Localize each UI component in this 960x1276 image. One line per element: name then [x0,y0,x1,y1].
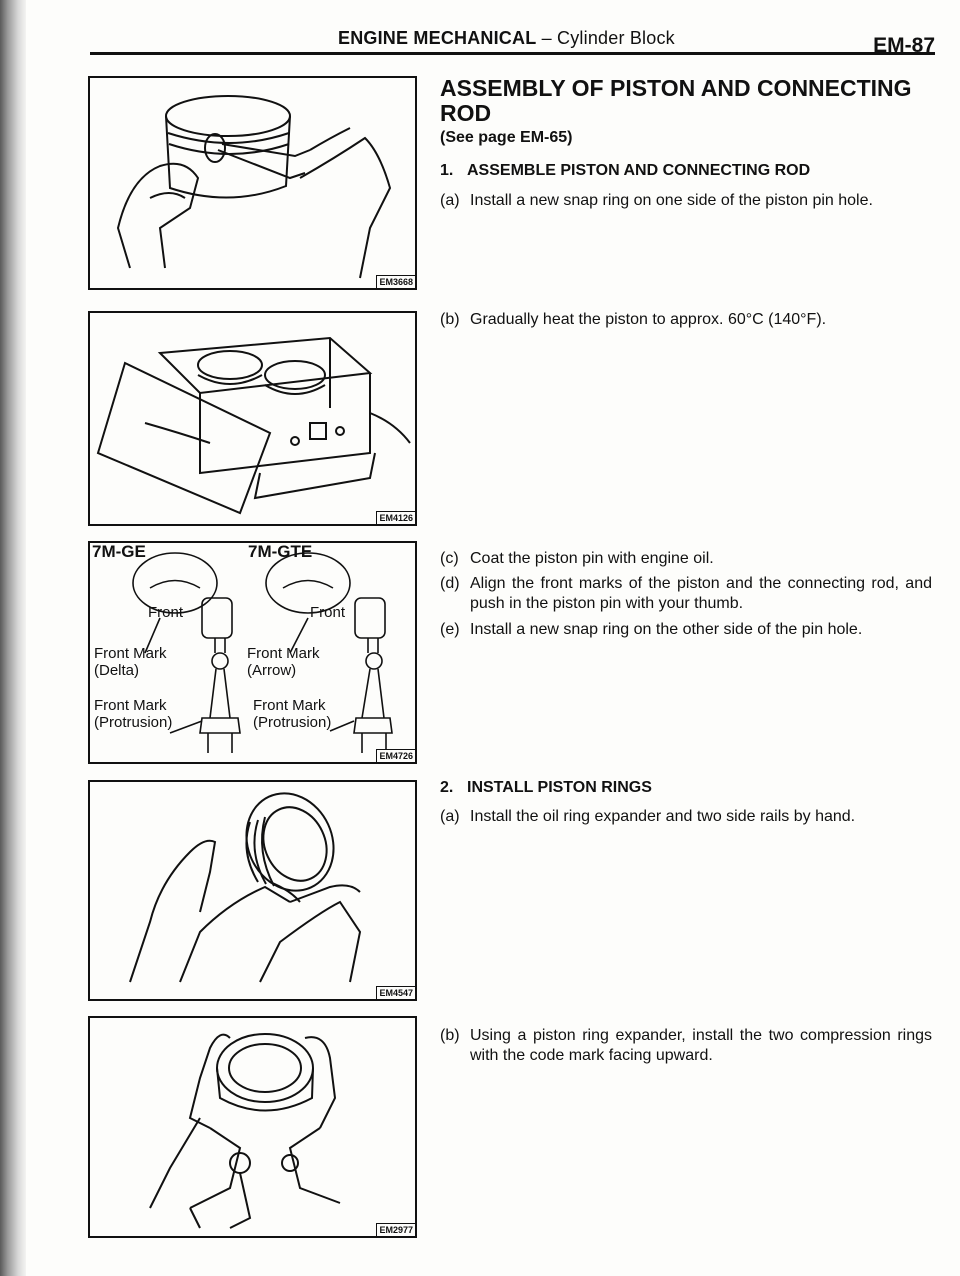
header-separator: – [536,28,558,48]
page-number: EM-87 [873,34,935,57]
step-1d: (d) Align the front marks of the piston … [440,574,940,616]
step-title: ASSEMBLE PISTON AND CONNECTING ROD [467,162,811,179]
step-1a: (a) Install a new snap ring on one side … [440,191,940,233]
label-front-mark-protrusion-left-2: (Protrusion) [94,714,173,731]
figure-code: EM4547 [376,986,415,999]
label-front-right: Front [310,604,346,621]
figure-code: EM4726 [376,749,415,762]
page-reference: (See page EM-65) [440,129,573,146]
figure-code: EM3668 [376,275,415,288]
label-front-mark-delta-1: Front Mark [94,645,167,662]
label-front-mark-protrusion-right-1: Front Mark [253,697,326,714]
label-model-7m-gte: 7M-GTE [248,542,313,561]
item-key: (a) [440,192,460,209]
item-text: Using a piston ring expander, install th… [470,1027,932,1064]
item-key: (b) [440,311,460,328]
figure-front-marks-drawing [132,552,393,753]
item-key: (c) [440,550,459,567]
item-text: Install a new snap ring on the other sid… [470,621,863,638]
step-1e: (e) Install a new snap ring on the other… [440,620,940,662]
item-text: Install a new snap ring on one side of t… [470,192,873,209]
item-text: Coat the piston pin with engine oil. [470,550,714,567]
header-rule [90,52,935,55]
step-1c: (c) Coat the piston pin with engine oil. [440,549,940,571]
header-title: ENGINE MECHANICAL – Cylinder Block [338,28,675,49]
item-text: Install the oil ring expander and two si… [470,808,856,825]
item-key: (e) [440,621,460,638]
figure-oil-ring-install-drawing [129,792,362,983]
figure-ring-expander-drawing [149,1033,341,1229]
figure-snap-ring: EM3668 [88,76,417,290]
header-section: ENGINE MECHANICAL [338,28,537,48]
step-2b: (b) Using a piston ring expander, instal… [440,1026,940,1068]
label-front-mark-protrusion-right-2: (Protrusion) [253,714,332,731]
figure-snap-ring-drawing [116,95,392,279]
figure-front-marks: 7M-GE 7M-GTE Front Front Front Mark (Del… [88,541,417,764]
label-front-mark-arrow-1: Front Mark [247,645,320,662]
item-text: Gradually heat the piston to approx. 60°… [470,311,827,328]
item-text: Align the front marks of the piston and … [470,575,932,612]
label-model-7m-ge: 7M-GE [92,542,146,561]
page-header: ENGINE MECHANICAL – Cylinder Block EM-87 [90,28,935,58]
page-binding-shadow [0,0,26,1276]
step-1b: (b) Gradually heat the piston to approx.… [440,310,940,332]
step-title: INSTALL PISTON RINGS [467,779,652,796]
figure-piston-heater: EM4126 [88,311,417,526]
figure-oil-ring-install: EM4547 [88,780,417,1001]
item-key: (d) [440,575,460,592]
figure-ring-expander: EM2977 [88,1016,417,1238]
step-1-heading: 1. ASSEMBLE PISTON AND CONNECTING ROD [440,162,940,182]
section-heading-line-1: ASSEMBLY OF PISTON AND CONNECTING [440,75,912,101]
step-2a: (a) Install the oil ring expander and tw… [440,807,940,849]
step-2-heading: 2. INSTALL PISTON RINGS [440,779,940,799]
header-subsection: Cylinder Block [557,28,675,48]
label-front-left: Front [148,604,184,621]
step-number: 2. [440,779,454,796]
item-key: (b) [440,1027,460,1044]
figure-code: EM2977 [376,1223,415,1236]
step-number: 1. [440,162,454,179]
section-heading: ASSEMBLY OF PISTON AND CONNECTING ROD [440,76,940,126]
section-heading-line-2: ROD [440,100,492,126]
label-front-mark-protrusion-left-1: Front Mark [94,697,167,714]
figure-piston-heater-drawing [96,336,411,515]
item-key: (a) [440,808,460,825]
label-front-mark-arrow-2: (Arrow) [247,662,297,679]
label-front-mark-delta-2: (Delta) [94,662,140,679]
figure-code: EM4126 [376,511,415,524]
